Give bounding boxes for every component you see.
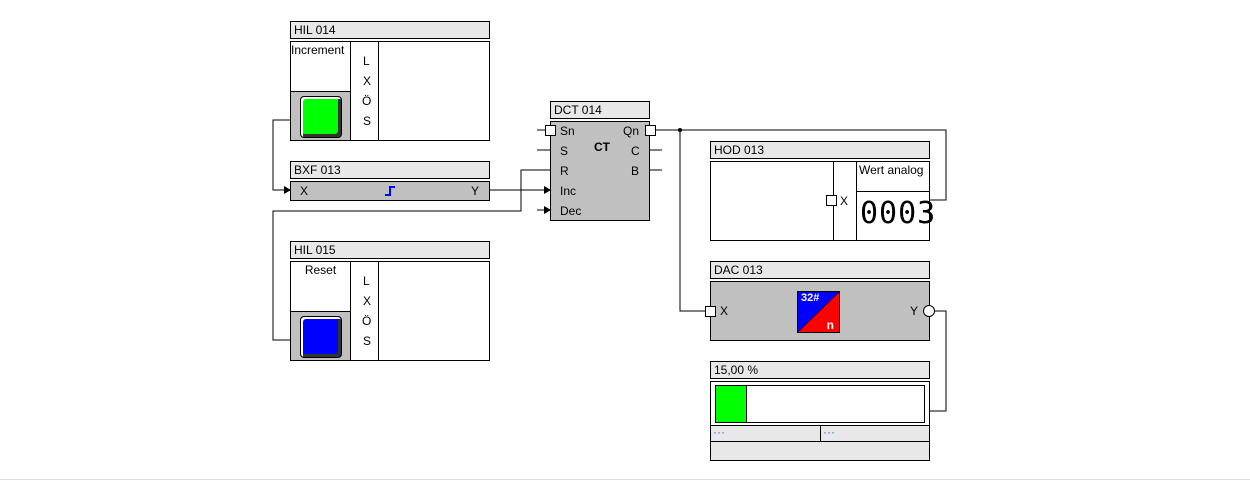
pin-s: S	[560, 144, 569, 158]
dct014-title: DCT 014	[550, 101, 650, 119]
pin-dec: Dec	[560, 204, 582, 218]
pin-sn: Sn	[560, 124, 575, 138]
digital-display: 0003	[860, 196, 937, 231]
increment-button[interactable]	[300, 96, 342, 138]
hod-label: Wert analog	[857, 162, 930, 192]
pin-b: B	[631, 164, 640, 178]
dac013-block: X 32# n Y	[710, 281, 930, 341]
wire-hil014-bxf	[272, 119, 290, 191]
bar-cell-2: ···	[821, 426, 929, 442]
pin-s: S	[363, 114, 372, 128]
edge-rising-icon	[385, 186, 395, 196]
pin-o: Ö	[362, 314, 372, 328]
hod013-title: HOD 013	[710, 141, 930, 159]
hod013-block: X Wert analog 0003	[710, 161, 935, 241]
wire-dac-bar	[930, 310, 947, 412]
dct014-block: Sn S R Inc Dec CT Qn C B	[550, 121, 650, 221]
pin-o: Ö	[362, 94, 372, 108]
hil014-label: Increment	[291, 42, 351, 92]
pin-x: X	[363, 294, 372, 308]
pin-l: L	[363, 54, 370, 68]
wire-qn-dac	[679, 130, 705, 312]
bxf013-title: BXF 013	[290, 161, 490, 179]
reset-button[interactable]	[300, 316, 342, 358]
pin-x: X	[363, 74, 372, 88]
bxf-in-label: X	[300, 184, 309, 198]
arrow-dec	[544, 206, 551, 214]
pin-r: R	[560, 164, 569, 178]
bxf013-block: X Y	[290, 181, 490, 201]
pin-inc: Inc	[560, 184, 577, 198]
hod-pin-x: X	[840, 194, 849, 208]
hil015-block: Reset L X Ö S	[290, 261, 490, 361]
arrow-bxf-x	[284, 186, 291, 194]
hil014-block: Increment L X Ö S	[290, 41, 490, 141]
bar-cell-1: ···	[711, 426, 821, 442]
sn-connector[interactable]	[545, 125, 556, 136]
progress-fill	[716, 386, 748, 422]
hod-x-connector[interactable]	[826, 195, 837, 206]
hil015-title: HIL 015	[290, 241, 490, 259]
function-label: CT	[594, 140, 610, 154]
hil014-title: HIL 014	[290, 21, 490, 39]
pin-qn: Qn	[623, 124, 640, 138]
dac-converter-icon: 32# n	[797, 291, 840, 333]
arrow-inc	[544, 186, 551, 194]
pin-l: L	[363, 274, 370, 288]
wire-hil015-r	[272, 169, 550, 341]
dac-y-connector[interactable]	[923, 305, 935, 317]
pin-s: S	[363, 334, 372, 348]
hil015-label: Reset	[291, 262, 351, 312]
qn-connector[interactable]	[645, 125, 656, 136]
progress-bar	[715, 385, 925, 423]
wire-qn-hod	[656, 129, 947, 201]
junction-dot	[678, 128, 682, 132]
pin-c: C	[631, 144, 640, 158]
dac013-title: DAC 013	[710, 261, 930, 279]
dac-x-connector[interactable]	[705, 306, 716, 317]
bxf-out-label: Y	[471, 184, 480, 198]
dac-out-label: Y	[910, 304, 919, 318]
bar-block: ··· ···	[710, 381, 930, 461]
bar-title: 15,00 %	[710, 361, 930, 379]
dac-in-label: X	[720, 304, 729, 318]
